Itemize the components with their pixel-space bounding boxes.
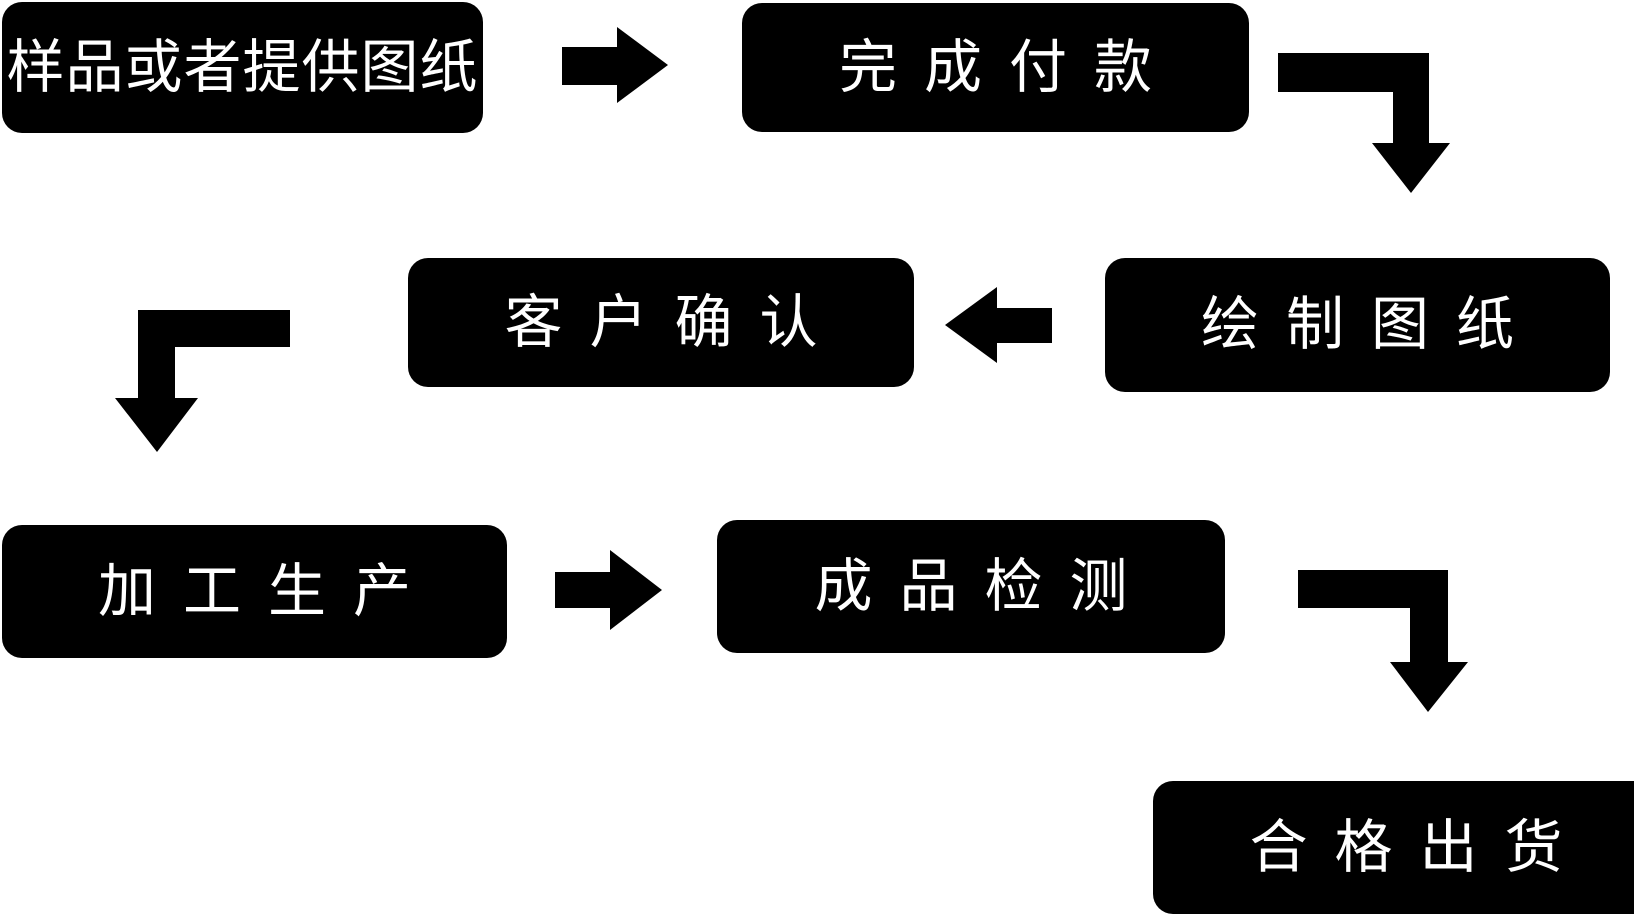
- arrow-confirm-to-production-elbow-icon: [115, 310, 290, 452]
- arrow-sample-to-payment-icon: [562, 27, 668, 103]
- arrow-draw-to-confirm-icon: [945, 287, 1052, 363]
- node-sample-or-drawing: 样品或者提供图纸: [2, 2, 483, 133]
- arrow-payment-to-draw-elbow-icon: [1278, 53, 1450, 193]
- node-processing-production: 加工生产: [2, 525, 507, 658]
- node-finished-inspection: 成品检测: [717, 520, 1225, 653]
- arrow-production-to-inspection-icon: [555, 550, 662, 630]
- node-complete-payment: 完成付款: [742, 3, 1249, 132]
- node-draw-drawing: 绘制图纸: [1105, 258, 1610, 392]
- node-qualified-shipment: 合格出货: [1153, 781, 1634, 914]
- node-customer-confirmation: 客户确认: [408, 258, 914, 387]
- arrow-inspection-to-shipment-elbow-icon: [1298, 570, 1468, 712]
